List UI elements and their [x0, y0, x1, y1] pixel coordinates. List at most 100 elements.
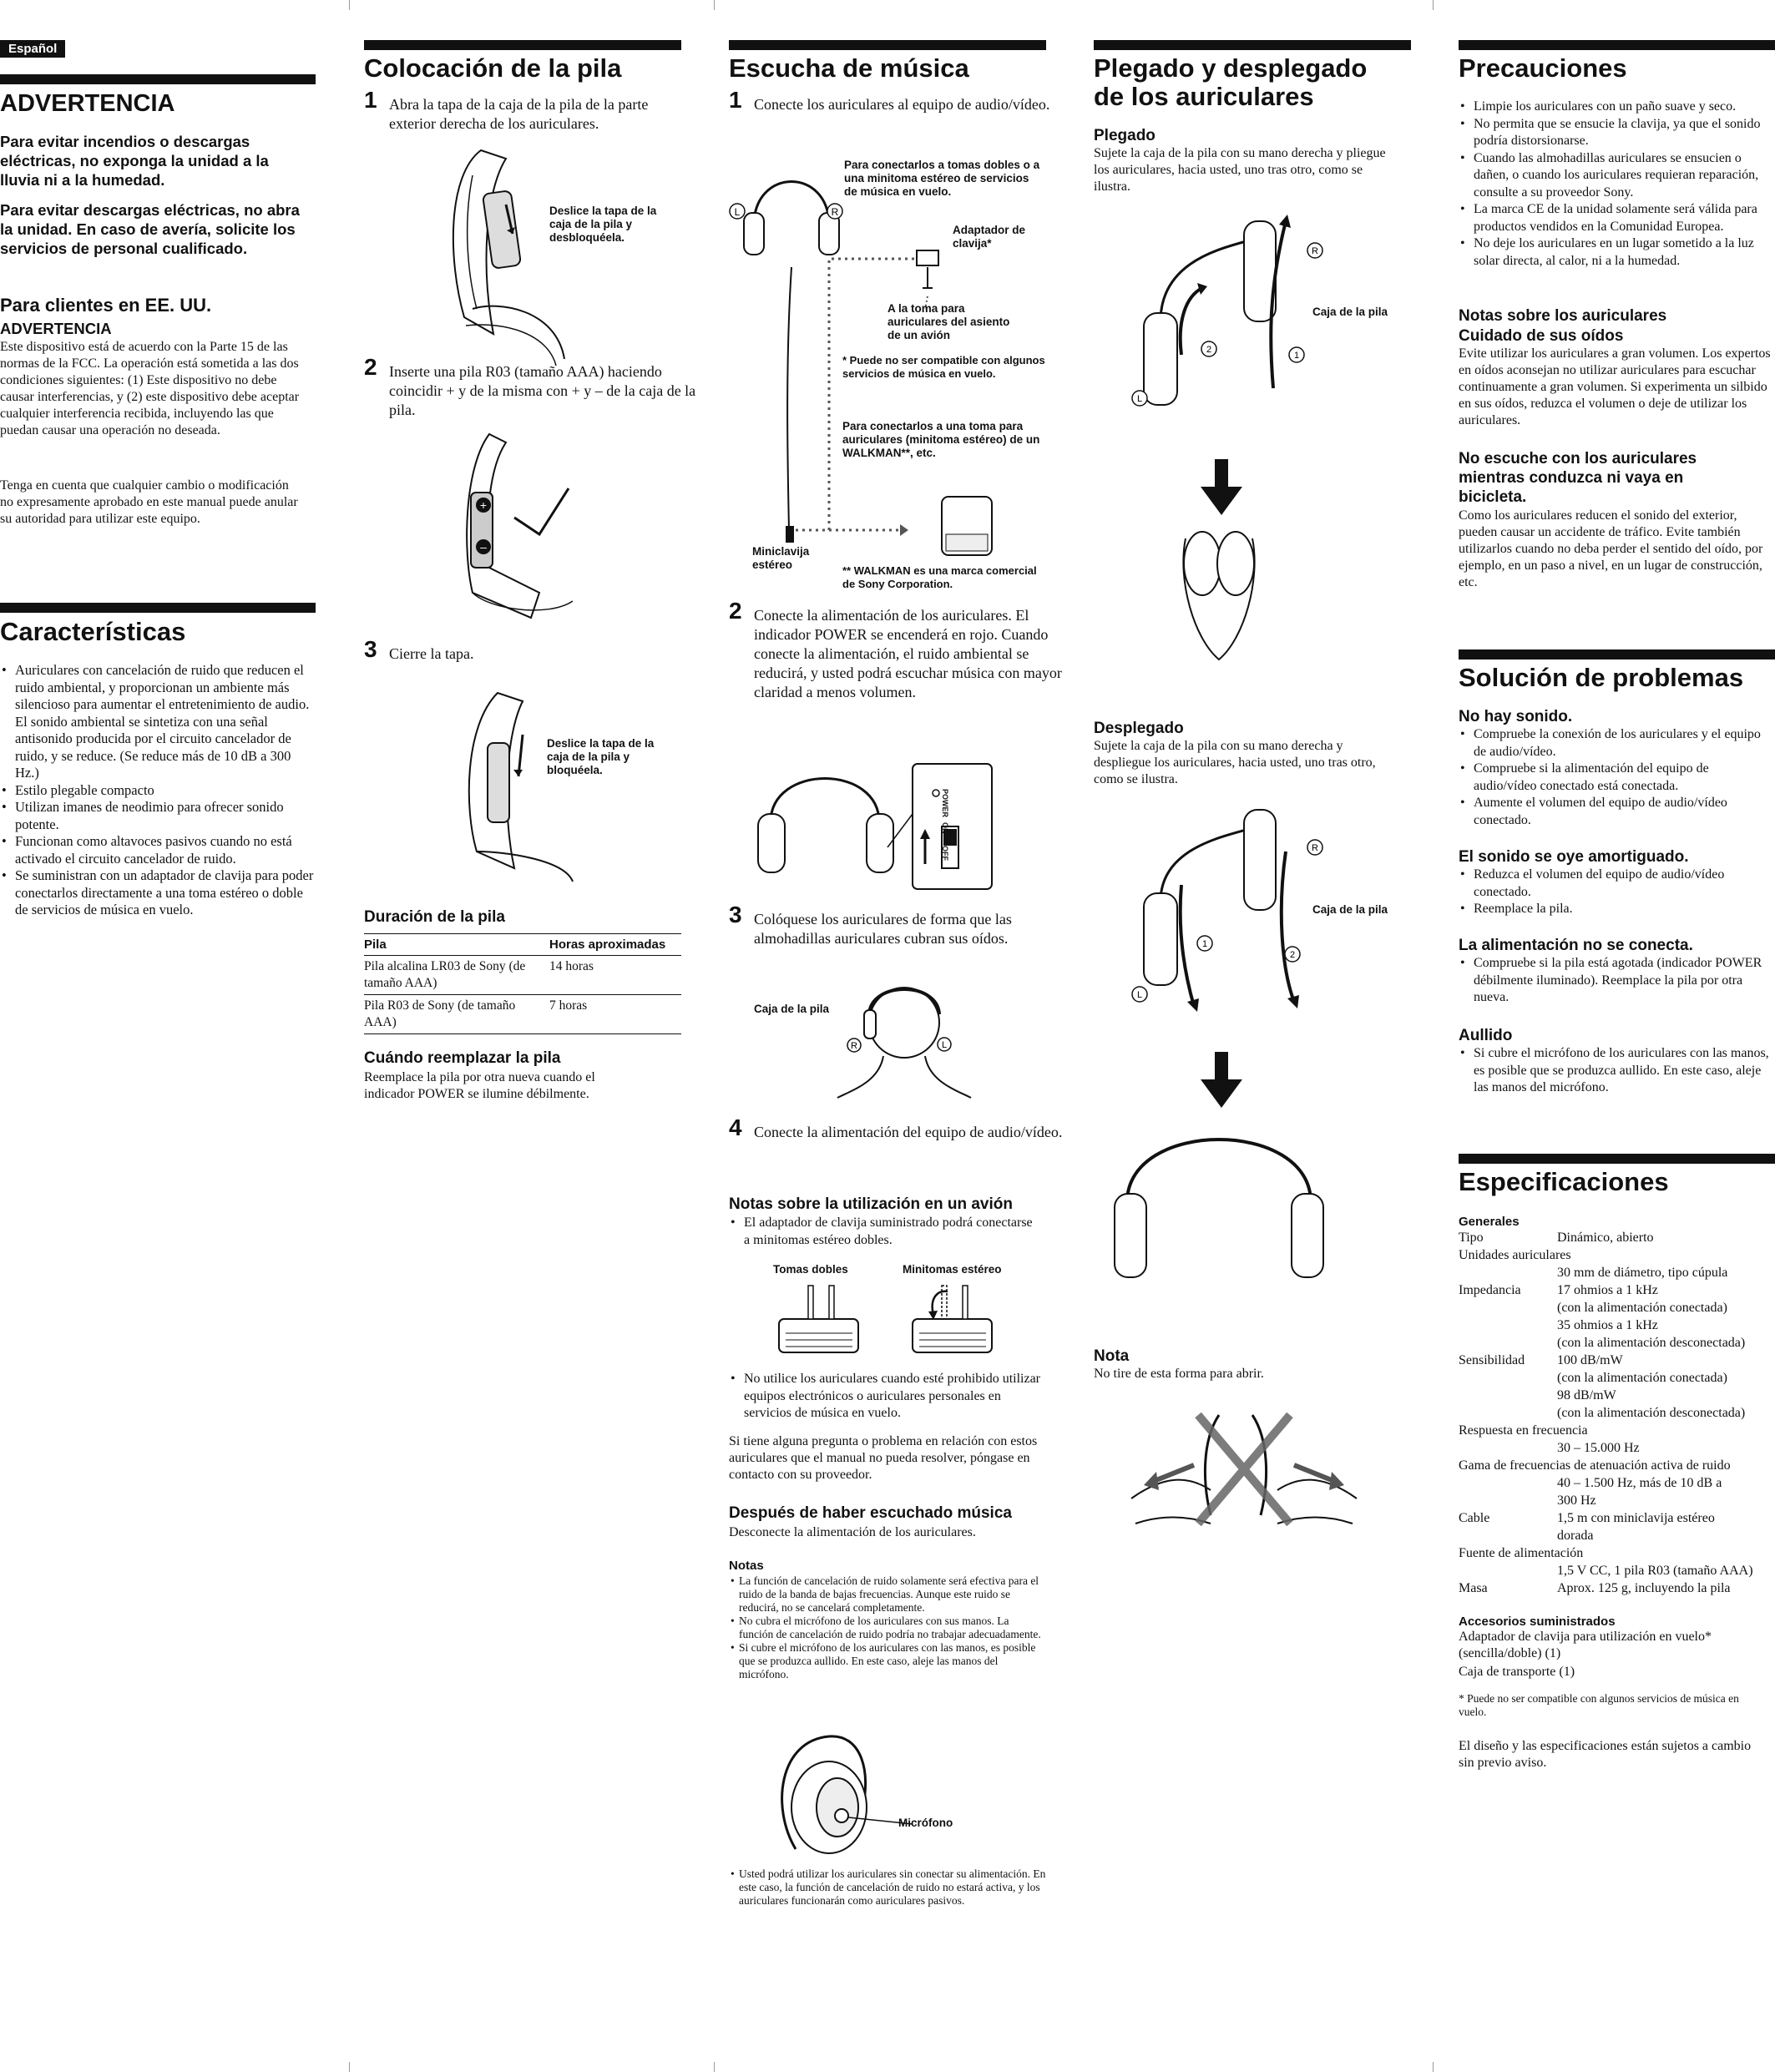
folding-text: Sujete la caja de la pila con su mano de… — [1094, 146, 1386, 194]
replace-battery-title: Cuándo reemplazar la pila — [364, 1049, 561, 1067]
music-title: Escucha de música — [729, 53, 969, 83]
fold-case-label: Caja de la pila — [1312, 306, 1388, 318]
no-driving-title: No escuche con los auriculares mientras … — [1459, 450, 1697, 506]
no-driving-text: Como los auriculares reducen el sonido d… — [1459, 508, 1763, 589]
spec-row: Unidades auriculares — [1459, 1248, 1571, 1262]
spec-row: Respuesta en frecuencia — [1459, 1423, 1588, 1438]
connection-illustration: L R — [729, 180, 993, 556]
list-item: Se suministran con un adaptador de clavi… — [0, 867, 316, 919]
warning-text-2: Para evitar descargas eléctricas, no abr… — [0, 201, 300, 257]
earphones-notes-title: Notas sobre los auriculares — [1459, 307, 1667, 325]
modification-text: Tenga en cuenta que cualquier cambio o m… — [0, 478, 298, 526]
table-row: Pila alcalina LR03 de Sony (de tamaño AA… — [364, 955, 681, 995]
mini-jacks-label: Minitomas estéreo — [903, 1263, 1002, 1276]
table-row: Pila R03 de Sony (de tamaño AAA) 7 horas — [364, 994, 681, 1034]
no-power-title: La alimentación no se conecta. — [1459, 937, 1693, 954]
microphone-label: Micrófono — [898, 1817, 953, 1829]
battery-title: Colocación de la pila — [364, 53, 622, 83]
note-title: Nota — [1094, 1347, 1130, 1365]
svg-text:L: L — [735, 206, 741, 218]
dual-jacks-label: Tomas dobles — [773, 1263, 848, 1276]
folding-title: Plegado — [1094, 127, 1156, 144]
unfolding-text: Sujete la caja de la pila con su mano de… — [1094, 739, 1376, 786]
airplane-contact-text: Si tiene alguna pregunta o problema en r… — [729, 1434, 1038, 1482]
spec-row: Fuente de alimentación — [1459, 1546, 1584, 1560]
list-item: Reemplace la pila. — [1459, 901, 1775, 918]
list-item: No permita que se ensucie la clavija, ya… — [1459, 116, 1775, 150]
list-item: Reduzca el volumen del equipo de audio/v… — [1459, 867, 1775, 901]
stereo-plug-label: Miniclavija estéreo — [752, 545, 810, 571]
list-item: Si cubre el micrófono de los auriculares… — [729, 1641, 1046, 1681]
list-item: No utilice los auriculares cuando esté p… — [729, 1371, 1046, 1423]
specifications-title: Especificaciones — [1459, 1167, 1669, 1196]
list-item: El adaptador de clavija suministrado pod… — [729, 1215, 1038, 1249]
battery-life-title: Duración de la pila — [364, 908, 505, 926]
list-item: Funcionan como altavoces pasivos cuando … — [0, 833, 316, 867]
no-sound-title: No hay sonido. — [1459, 708, 1573, 725]
battery-life-table: Pila Horas aproximadas Pila alcalina LR0… — [364, 933, 681, 1034]
fold-title-line-1: Plegado y desplegado — [1094, 53, 1368, 83]
final-note: El diseño y las especificaciones están s… — [1459, 1739, 1752, 1770]
precautions-list: Limpie los auriculares con un paño suave… — [1459, 99, 1775, 270]
svg-text:R: R — [851, 1041, 857, 1051]
accessory-note: * Puede no ser compatible con algunos se… — [1459, 1692, 1739, 1718]
battery-insert-illustration: + – — [466, 432, 574, 619]
list-item: La función de cancelación de ruido solam… — [729, 1574, 1046, 1615]
precautions-title: Precauciones — [1459, 53, 1627, 83]
muffled-sound-title: El sonido se oye amortiguado. — [1459, 848, 1689, 866]
list-item: Usted podrá utilizar los auriculares sin… — [729, 1867, 1046, 1908]
adapter-illustration — [778, 1285, 993, 1353]
unfolding-title: Desplegado — [1094, 720, 1184, 737]
warning-text-1: Para evitar incendios o descargas eléctr… — [0, 133, 269, 189]
list-item: La marca CE de la unidad solamente será … — [1459, 201, 1775, 235]
svg-text:L: L — [1137, 394, 1142, 404]
svg-text:–: – — [480, 540, 487, 553]
wearing-illustration: R L — [837, 987, 972, 1099]
accessory-1: Adaptador de clavija para utilización en… — [1459, 1630, 1712, 1660]
fcc-text: Este dispositivo está de acuerdo con la … — [0, 340, 300, 437]
list-item: Limpie los auriculares con un paño suave… — [1459, 99, 1775, 116]
list-item: Compruebe la conexión de los auriculares… — [1459, 726, 1775, 761]
list-item: Aumente el volumen del equipo de audio/v… — [1459, 795, 1775, 829]
notes-title: Notas — [729, 1559, 764, 1573]
list-item: No cubra el micrófono de los auriculares… — [729, 1615, 1046, 1641]
unfolding-illustration: 1 2 R L — [1114, 809, 1324, 1278]
features-list: Auriculares con cancelación de ruido que… — [0, 662, 316, 919]
slide-open-label: Deslice la tapa de la caja de la pila y … — [549, 205, 657, 244]
power-switch-illustration — [757, 763, 993, 890]
muffled-sound-list: Reduzca el volumen del equipo de audio/v… — [1459, 867, 1775, 918]
language-tag: Español — [0, 40, 66, 58]
list-item: No deje los auriculares en un lugar some… — [1459, 235, 1775, 270]
airplane-notes-list-2: No utilice los auriculares cuando esté p… — [729, 1371, 1046, 1423]
svg-text:R: R — [1312, 246, 1318, 256]
no-sound-list: Compruebe la conexión de los auriculares… — [1459, 726, 1775, 829]
svg-text:L: L — [942, 1040, 947, 1050]
svg-text:R: R — [832, 206, 839, 218]
svg-text:2: 2 — [1290, 950, 1295, 960]
notes-list: La función de cancelación de ruido solam… — [729, 1574, 1046, 1681]
spec-row: Gama de frecuencias de atenuación activa… — [1459, 1458, 1731, 1473]
battery-case-label: Caja de la pila — [754, 1003, 830, 1015]
us-warning-subtitle: ADVERTENCIA — [0, 320, 112, 337]
svg-text:+: + — [480, 498, 487, 512]
list-item: Compruebe si la alimentación del equipo … — [1459, 761, 1775, 795]
accessories-title: Accesorios suministrados — [1459, 1615, 1616, 1629]
warning-title: ADVERTENCIA — [0, 90, 175, 117]
list-item: Auriculares con cancelación de ruido que… — [0, 662, 316, 782]
battery-close-illustration — [468, 691, 574, 882]
troubleshooting-title: Solución de problemas — [1459, 663, 1744, 692]
us-customers-title: Para clientes en EE. UU. — [0, 295, 212, 316]
svg-text:1: 1 — [1294, 351, 1299, 361]
ear-care-text: Evite utilizar los auriculares a gran vo… — [1459, 346, 1771, 427]
